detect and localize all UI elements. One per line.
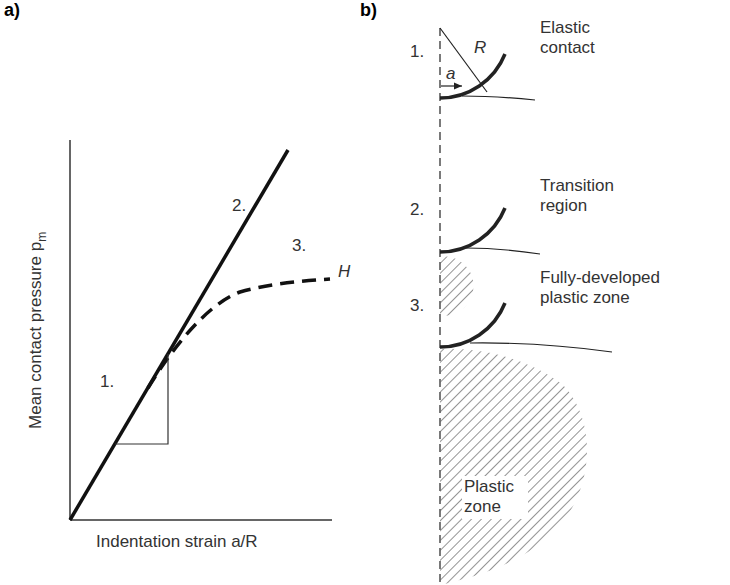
callout-number: 2. — [410, 200, 424, 220]
contact-radius-label: a — [446, 64, 455, 84]
callout-number: 2. — [232, 196, 246, 216]
callout-number: 1. — [410, 42, 424, 62]
subscript: m — [35, 231, 49, 241]
radius-label: R — [474, 38, 486, 58]
stage-label: Transition region — [540, 176, 640, 217]
callout-number: 1. — [100, 372, 114, 392]
callout-number: 3. — [292, 236, 306, 256]
axis-label-text: Mean contact pressure p — [27, 241, 46, 428]
stage-label: Elastic contact — [540, 18, 630, 59]
panel-letter: b) — [360, 0, 377, 22]
callout-number: 3. — [410, 296, 424, 316]
hardness-label: H — [338, 262, 350, 282]
stage-label: Fully-developed plastic zone — [540, 268, 690, 309]
axis-label: Indentation strain a/R — [96, 532, 258, 552]
axis-label: Mean contact pressure pm — [27, 231, 50, 428]
panel-letter: a) — [4, 0, 20, 22]
zone-label: Plastic zone — [462, 476, 528, 519]
chart — [70, 140, 332, 520]
